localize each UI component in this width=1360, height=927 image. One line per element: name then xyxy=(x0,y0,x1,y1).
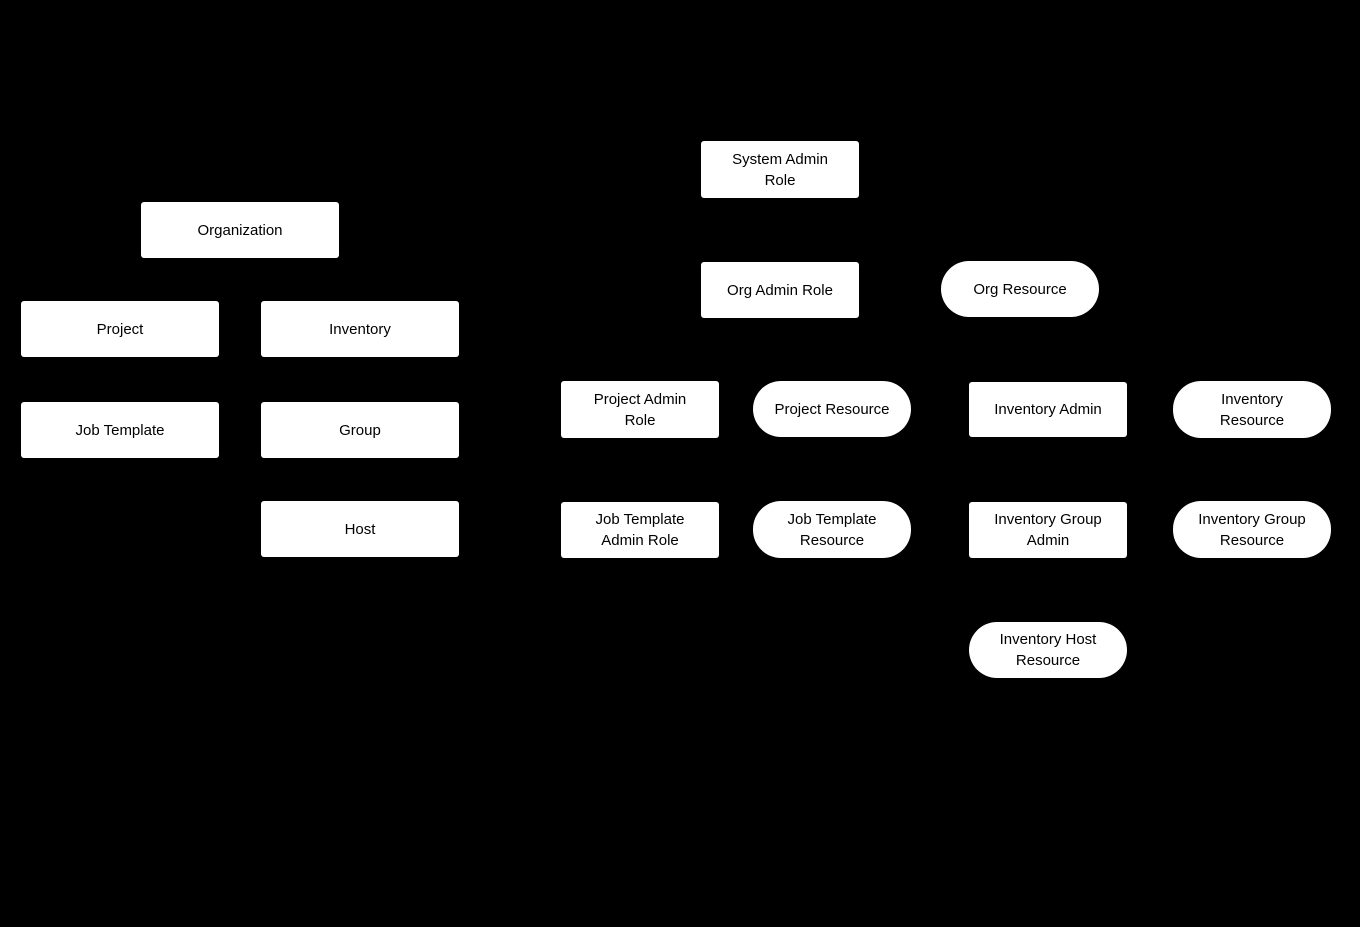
node-inventory: Inventory xyxy=(261,301,459,357)
node-org-admin-role: Org Admin Role xyxy=(701,262,859,318)
node-project-admin-role: Project Admin Role xyxy=(561,381,719,438)
node-label: Inventory Admin xyxy=(994,401,1102,418)
node-project: Project xyxy=(21,301,219,357)
node-label: Host xyxy=(344,520,376,538)
node-label: Inventory Group Admin xyxy=(994,511,1102,549)
node-label: Group xyxy=(339,421,381,439)
node-label: System Admin Role xyxy=(732,150,828,189)
node-label: Org Admin Role xyxy=(727,281,833,299)
node-organization: Organization xyxy=(141,202,339,258)
node-job-template: Job Template xyxy=(21,402,219,458)
node-group: Group xyxy=(261,402,459,458)
node-org-resource: Org Resource xyxy=(941,261,1099,317)
node-label: Inventory Group Resource xyxy=(1198,510,1306,549)
node-inventory-resource: Inventory Resource xyxy=(1173,381,1331,438)
node-label: Project Resource xyxy=(774,400,890,418)
node-label: Inventory Resource xyxy=(1219,390,1285,429)
node-system-admin-role: System Admin Role xyxy=(701,141,859,198)
node-job-template-admin-role: Job Template Admin Role xyxy=(561,502,719,558)
node-label: Project xyxy=(96,320,144,338)
node-job-template-resource: Job Template Resource xyxy=(753,501,911,558)
node-label: Job Template Admin Role xyxy=(595,511,685,549)
node-host: Host xyxy=(261,501,459,557)
node-inventory-group-admin: Inventory Group Admin xyxy=(969,502,1127,558)
node-project-resource: Project Resource xyxy=(753,381,911,437)
node-label: Inventory xyxy=(329,320,391,338)
node-label: Project Admin Role xyxy=(593,390,687,429)
node-label: Job Template xyxy=(75,421,165,439)
node-label: Inventory Host Resource xyxy=(999,631,1097,669)
node-label: Job Template Resource xyxy=(787,510,877,549)
node-label: Org Resource xyxy=(973,280,1067,298)
node-label: Organization xyxy=(197,221,283,239)
node-inventory-admin: Inventory Admin xyxy=(969,382,1127,437)
node-inventory-group-resource: Inventory Group Resource xyxy=(1173,501,1331,558)
node-inventory-host-resource: Inventory Host Resource xyxy=(969,622,1127,678)
